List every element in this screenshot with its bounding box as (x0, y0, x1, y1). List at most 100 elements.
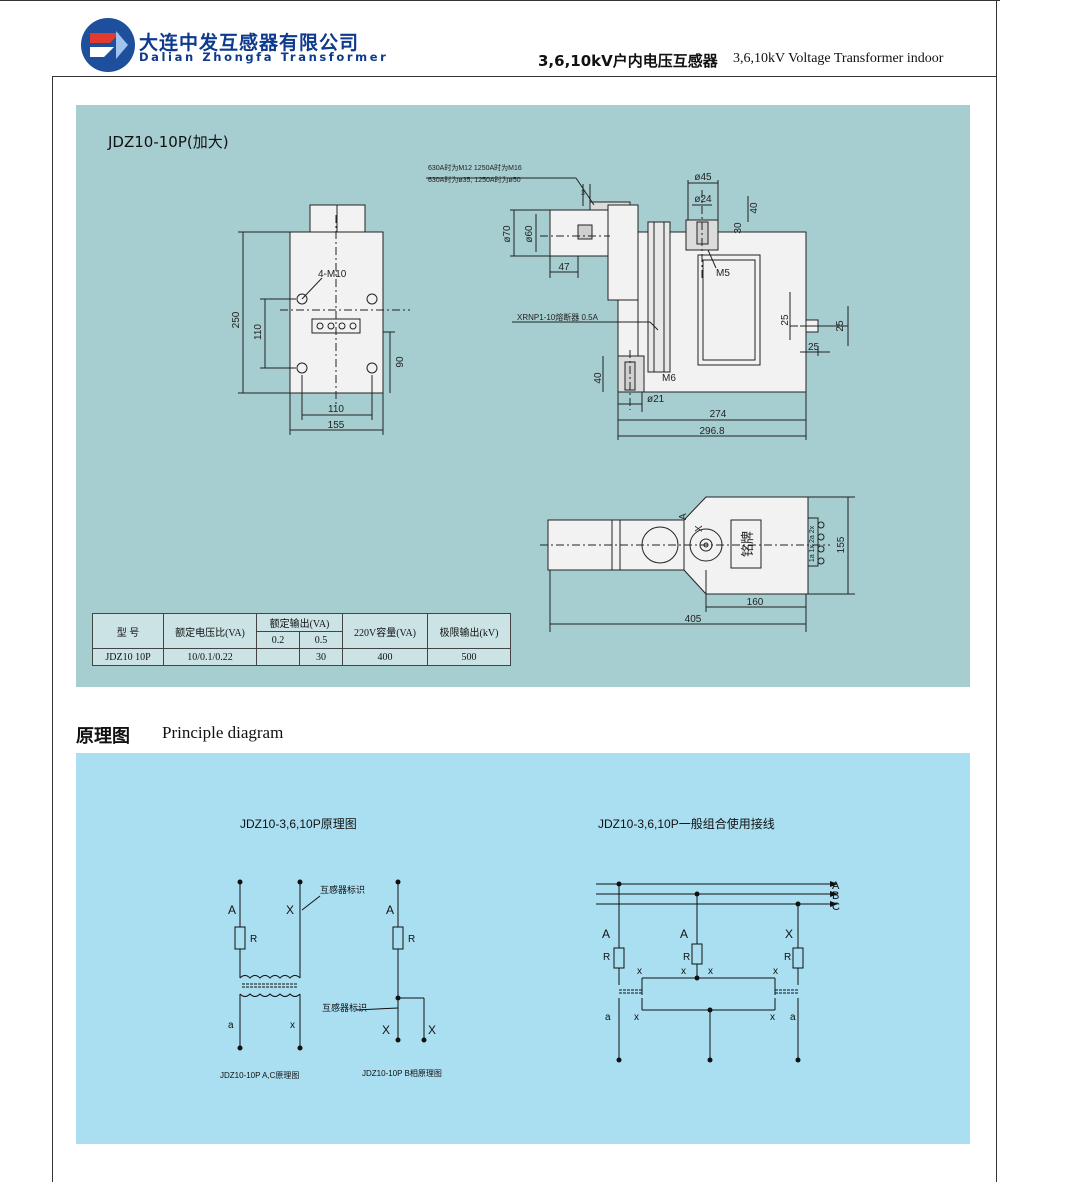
dim-phi21: ø21 (647, 394, 665, 405)
terminal-labels: 1a 1x 2a 2x (809, 525, 816, 562)
drawing-panel (76, 105, 970, 687)
dim-phi45: ø45 (694, 172, 712, 183)
dim-155-top: 155 (836, 536, 847, 553)
frame-right-line (996, 0, 997, 1182)
section-title-en: Principle diagram (162, 723, 284, 742)
w-a1: A (602, 927, 610, 941)
principle-panel (76, 753, 970, 1144)
mark-label-ac: 互感器标识 (320, 884, 365, 895)
w-x3: X (785, 927, 793, 941)
frame-left-line (52, 76, 53, 1182)
dim-30: 30 (733, 222, 744, 234)
header-rated-output: 额定输出(VA) (256, 613, 343, 632)
caption-ac: JDZ10-10P A,C原理图 (220, 1071, 299, 1080)
b-terminal-x2: X (428, 1023, 436, 1037)
header-ratio: 额定电压比(VA) (163, 613, 257, 649)
dim-250: 250 (231, 311, 242, 328)
ac-secondary-x: x (290, 1020, 295, 1031)
w-x-l1: x (637, 966, 642, 977)
dim-90: 90 (395, 356, 406, 368)
dim-405: 405 (685, 614, 702, 625)
cell-model: JDZ10 10P (92, 648, 164, 666)
caption-b: JDZ10-10P B相原理图 (362, 1068, 442, 1078)
nameplate-label: 铭牌 (740, 531, 755, 557)
schematic-b (355, 882, 425, 1040)
terminal-note-2: 630A时为ø35, 1250A时为ø50 (428, 175, 521, 184)
bus-label-c: C (832, 901, 840, 913)
cell-capacity: 400 (342, 648, 428, 666)
b-terminal-x1: X (382, 1023, 390, 1037)
principle-diagram: JDZ10-3,6,10P原理图 JDZ10-3,6,10P一般组合使用接线 互… (220, 816, 840, 1080)
header-class-05: 0.5 (299, 631, 343, 649)
spec-table: 型 号 额定电压比(VA) 额定输出(VA) 220V容量(VA) 极限输出(k… (92, 613, 511, 666)
header-class-02: 0.2 (256, 631, 300, 649)
dim-160: 160 (747, 597, 764, 608)
dim-phi70: ø70 (502, 225, 513, 243)
ac-secondary-a: a (228, 1020, 234, 1031)
header-limit-output: 极限输出(kV) (427, 613, 511, 649)
w-a-sec2: a (790, 1012, 796, 1023)
wiring-diagram (596, 883, 830, 1060)
header-model: 型 号 (92, 613, 164, 649)
w-r2: R (683, 952, 690, 963)
dim-3: 3 (581, 190, 585, 197)
dim-phi60: ø60 (524, 225, 535, 243)
ac-terminal-x: X (286, 903, 294, 917)
dimension-drawing: 250 110 90 110 155 4-M10 630A时为M12 1250A… (231, 163, 855, 632)
dim-296-8: 296.8 (699, 426, 724, 437)
w-x-m2: x (708, 966, 713, 977)
dim-25-a: 25 (780, 314, 791, 326)
cell-limit-output: 500 (427, 648, 511, 666)
dim-40-bottom: 40 (593, 372, 604, 384)
company-name-en: Dalian Zhongfa Transformer (139, 50, 389, 64)
b-terminal-a: A (386, 903, 394, 917)
dim-110-vertical: 110 (253, 324, 264, 340)
top-view (540, 496, 855, 632)
w-r3: R (784, 952, 791, 963)
bus-label-a: A (832, 880, 840, 892)
mark-label-b: 互感器标识 (322, 1002, 367, 1013)
schematic-ac (234, 882, 321, 1048)
cell-ratio: 10/0.1/0.22 (163, 648, 257, 666)
dim-25-b: 25 (835, 320, 846, 332)
w-x-m1: x (681, 966, 686, 977)
product-title-cn: 3,6,10kV户内电压互感器 (538, 52, 718, 70)
product-title-en: 3,6,10kV Voltage Transformer indoor (733, 51, 944, 66)
terminal-note-1: 630A时为M12 1250A时为M16 (428, 163, 522, 172)
top-label-a: A (678, 513, 689, 520)
ac-terminal-a: A (228, 903, 236, 917)
top-label-x: X (694, 525, 705, 532)
bus-label-b: B (832, 890, 839, 902)
section-title-cn: 原理图 (76, 726, 130, 747)
dim-25-c: 25 (808, 342, 820, 353)
right-diagram-title: JDZ10-3,6,10P一般组合使用接线 (598, 816, 775, 831)
thread-m5: M5 (716, 268, 730, 279)
dim-47: 47 (558, 262, 570, 273)
cell-class-05: 30 (299, 648, 343, 666)
front-view (238, 204, 410, 435)
ac-resistor-r: R (250, 934, 257, 945)
w-a2: A (680, 927, 688, 941)
model-label: JDZ10-10P(加大) (108, 133, 229, 151)
company-name-cn: 大连中发互感器有限公司 (139, 32, 360, 54)
dim-110-horizontal: 110 (328, 404, 344, 415)
dim-40-top: 40 (749, 202, 760, 214)
dim-155-front: 155 (328, 420, 345, 431)
cell-class-02 (256, 648, 300, 666)
w-a-sec1: a (605, 1012, 611, 1023)
bolt-label: 4-M10 (318, 269, 347, 280)
b-resistor-r: R (408, 934, 415, 945)
w-r1: R (603, 952, 610, 963)
frame-top-line (0, 0, 1000, 1)
w-x-sec2: x (770, 1012, 775, 1023)
w-x-r1: x (773, 966, 778, 977)
header-rule (52, 76, 997, 77)
header-capacity: 220V容量(VA) (342, 613, 428, 649)
dim-274: 274 (710, 409, 727, 420)
dim-phi24: ø24 (694, 194, 712, 205)
w-x-sec1: x (634, 1012, 639, 1023)
company-logo (81, 18, 135, 72)
left-diagram-title: JDZ10-3,6,10P原理图 (240, 817, 357, 831)
side-view (426, 177, 849, 440)
fuse-label: XRNP1-10熔断器 0.5A (517, 312, 599, 322)
